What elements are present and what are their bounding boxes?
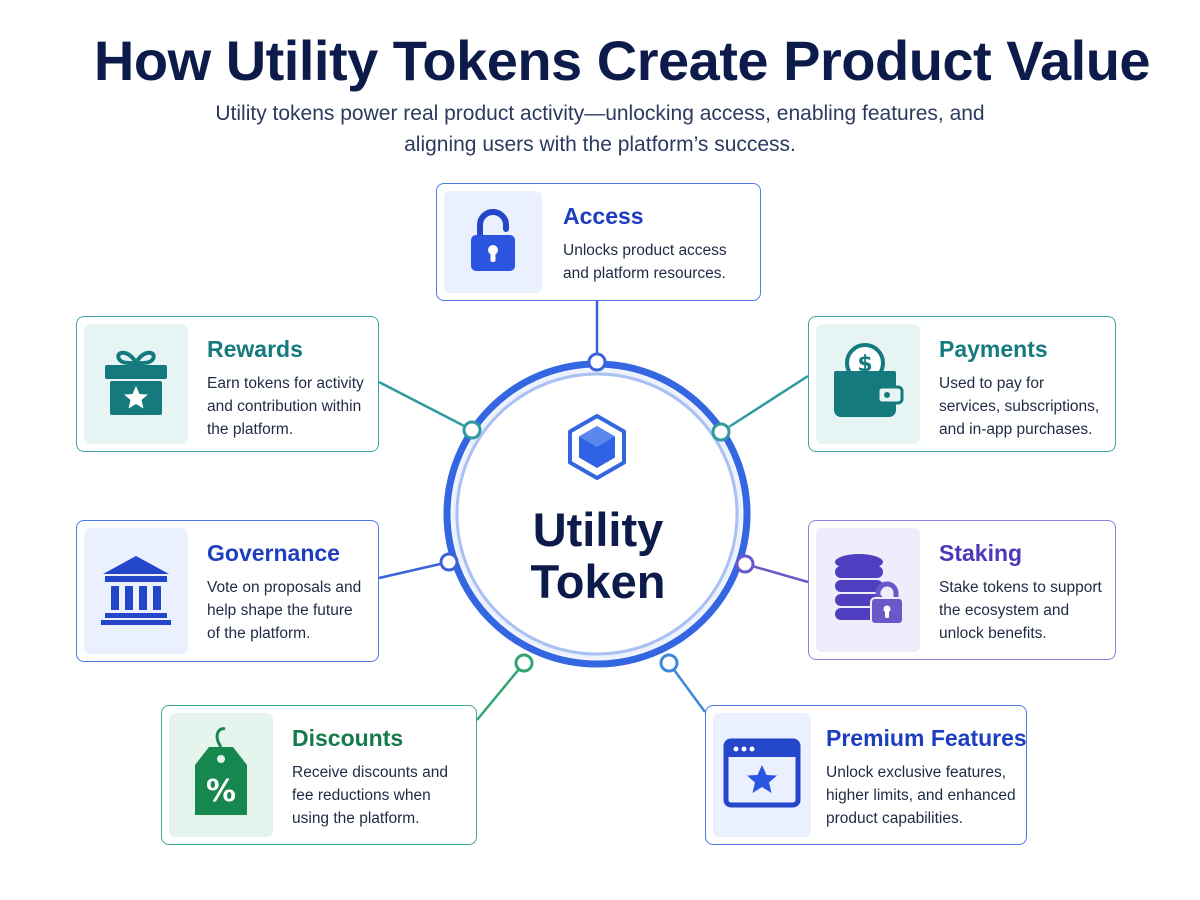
hub-label: Utility Token	[448, 504, 748, 608]
page-title: How Utility Tokens Create Product Value	[93, 29, 1151, 92]
card-title-governance: Governance	[207, 540, 340, 566]
connector-payments	[720, 374, 809, 434]
card-title-premium-features: Premium Features	[826, 725, 1027, 751]
hub-inner-ring	[455, 372, 739, 656]
icon-box-rewards	[84, 324, 188, 444]
connector-rewards	[378, 380, 473, 432]
icon-box-discounts: %	[169, 713, 273, 837]
card-title-payments: Payments	[939, 336, 1048, 362]
hub-label-line-1: Utility	[532, 503, 664, 556]
card-desc-access: Unlocks product access and platform reso…	[563, 242, 727, 282]
connector-node-premium	[659, 653, 679, 673]
icon-box-premium-features	[713, 713, 811, 837]
icon-box-payments: $	[816, 324, 920, 444]
connector-discounts	[476, 662, 525, 721]
card-desc-discounts: Receive discounts and fee reductions whe…	[292, 764, 448, 827]
card-discounts: % Discounts Receive discounts and fee re…	[161, 705, 477, 845]
card-title-discounts: Discounts	[292, 725, 404, 751]
connector-governance	[378, 560, 450, 580]
connector-staking	[744, 562, 809, 584]
bank-icon	[99, 552, 173, 631]
gift-icon	[101, 345, 171, 424]
connector-node-payments	[711, 422, 731, 442]
card-premium-features: Premium Features Unlock exclusive featur…	[705, 705, 1027, 845]
card-governance: Governance Vote on proposals and help sh…	[76, 520, 379, 662]
card-title-rewards: Rewards	[207, 336, 303, 362]
hub-label-line-2: Token	[530, 555, 666, 608]
wallet-icon: $	[830, 341, 906, 428]
connector-node-access	[587, 352, 607, 372]
icon-box-access	[444, 191, 542, 293]
connector-node-governance	[439, 552, 459, 572]
hexagon-token-icon	[562, 412, 632, 487]
card-rewards: Rewards Earn tokens for activity and con…	[76, 316, 379, 452]
connector-node-rewards	[462, 420, 482, 440]
card-desc-payments: Used to pay for services, subscriptions,…	[939, 375, 1100, 438]
card-desc-rewards: Earn tokens for activity and contributio…	[207, 375, 364, 438]
icon-box-governance	[84, 528, 188, 654]
coin-stack-lock-icon	[831, 550, 905, 631]
icon-box-staking	[816, 528, 920, 652]
browser-star-icon	[722, 737, 802, 814]
connector-node-discounts	[514, 653, 534, 673]
svg-text:$: $	[857, 352, 872, 377]
utility-token-hub: Utility Token	[448, 412, 748, 662]
svg-text:%: %	[206, 774, 236, 809]
card-desc-governance: Vote on proposals and help shape the fut…	[207, 579, 362, 642]
connector-node-staking	[735, 554, 755, 574]
card-title-access: Access	[563, 203, 644, 229]
price-tag-icon: %	[189, 725, 253, 826]
card-access: Access Unlocks product access and platfo…	[436, 183, 761, 301]
card-staking: Staking Stake tokens to support the ecos…	[808, 520, 1116, 660]
card-title-staking: Staking	[939, 540, 1023, 566]
lock-icon	[463, 205, 523, 280]
card-desc-staking: Stake tokens to support the ecosystem an…	[939, 579, 1102, 642]
connector-premium	[667, 662, 707, 713]
card-desc-premium-features: Unlock exclusive features, higher limits…	[826, 764, 1016, 827]
card-payments: $ Payments Used to pay for services, sub…	[808, 316, 1116, 452]
page-subtitle: Utility tokens power real product activi…	[215, 102, 985, 156]
